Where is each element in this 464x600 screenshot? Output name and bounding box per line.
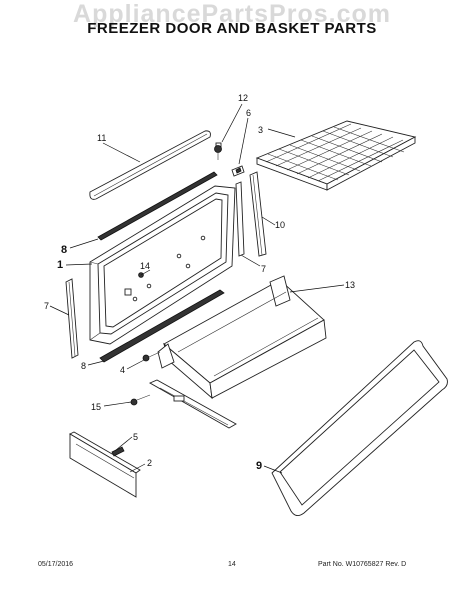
callout-11: 11 (97, 133, 106, 143)
part-11-top-trim (89, 130, 211, 200)
part-8-upper-strip (97, 171, 218, 241)
part-5-bracket (111, 446, 125, 457)
part-1-door-panel (89, 185, 236, 345)
callout-3: 3 (258, 125, 263, 135)
part-3-wire-shelf (255, 120, 417, 191)
leader-lines (49, 103, 345, 474)
callout-2: 2 (147, 458, 152, 468)
part-2-front-panel (69, 431, 141, 498)
callout-14: 14 (140, 261, 150, 271)
callout-9: 9 (256, 460, 262, 472)
footer-part-number: Part No. W10765827 Rev. D (318, 561, 407, 568)
callout-5: 5 (133, 432, 138, 442)
callout-10: 10 (275, 220, 285, 230)
part-13-basket (157, 275, 327, 400)
callout-7-right: 7 (261, 264, 266, 274)
part-6-clip (231, 165, 245, 177)
callout-13: 13 (345, 280, 355, 290)
part-15-screw (130, 394, 151, 406)
callout-6: 6 (246, 108, 251, 118)
callout-1: 1 (57, 259, 63, 271)
callout-7-left: 7 (44, 301, 49, 311)
slide-rail (148, 379, 237, 429)
callout-15: 15 (91, 402, 101, 412)
part-4-screw (142, 351, 161, 362)
part-9-gasket (271, 340, 448, 516)
part-12-screw (214, 142, 222, 160)
callout-8-lower: 8 (81, 361, 86, 371)
callout-12: 12 (238, 93, 248, 103)
part-8-lower-strip (99, 289, 225, 363)
page-title: FREEZER DOOR AND BASKET PARTS (87, 20, 377, 37)
callout-8-upper: 8 (61, 244, 67, 256)
part-7-left-strip (65, 278, 79, 359)
part-7-right-strip (235, 181, 245, 257)
footer-date: 05/17/2016 (38, 561, 74, 568)
watermark: AppliancePartsPros.com (73, 0, 391, 28)
callout-4: 4 (120, 365, 125, 375)
footer-page-number: 14 (228, 561, 236, 568)
part-10-vertical-strip (249, 171, 267, 257)
